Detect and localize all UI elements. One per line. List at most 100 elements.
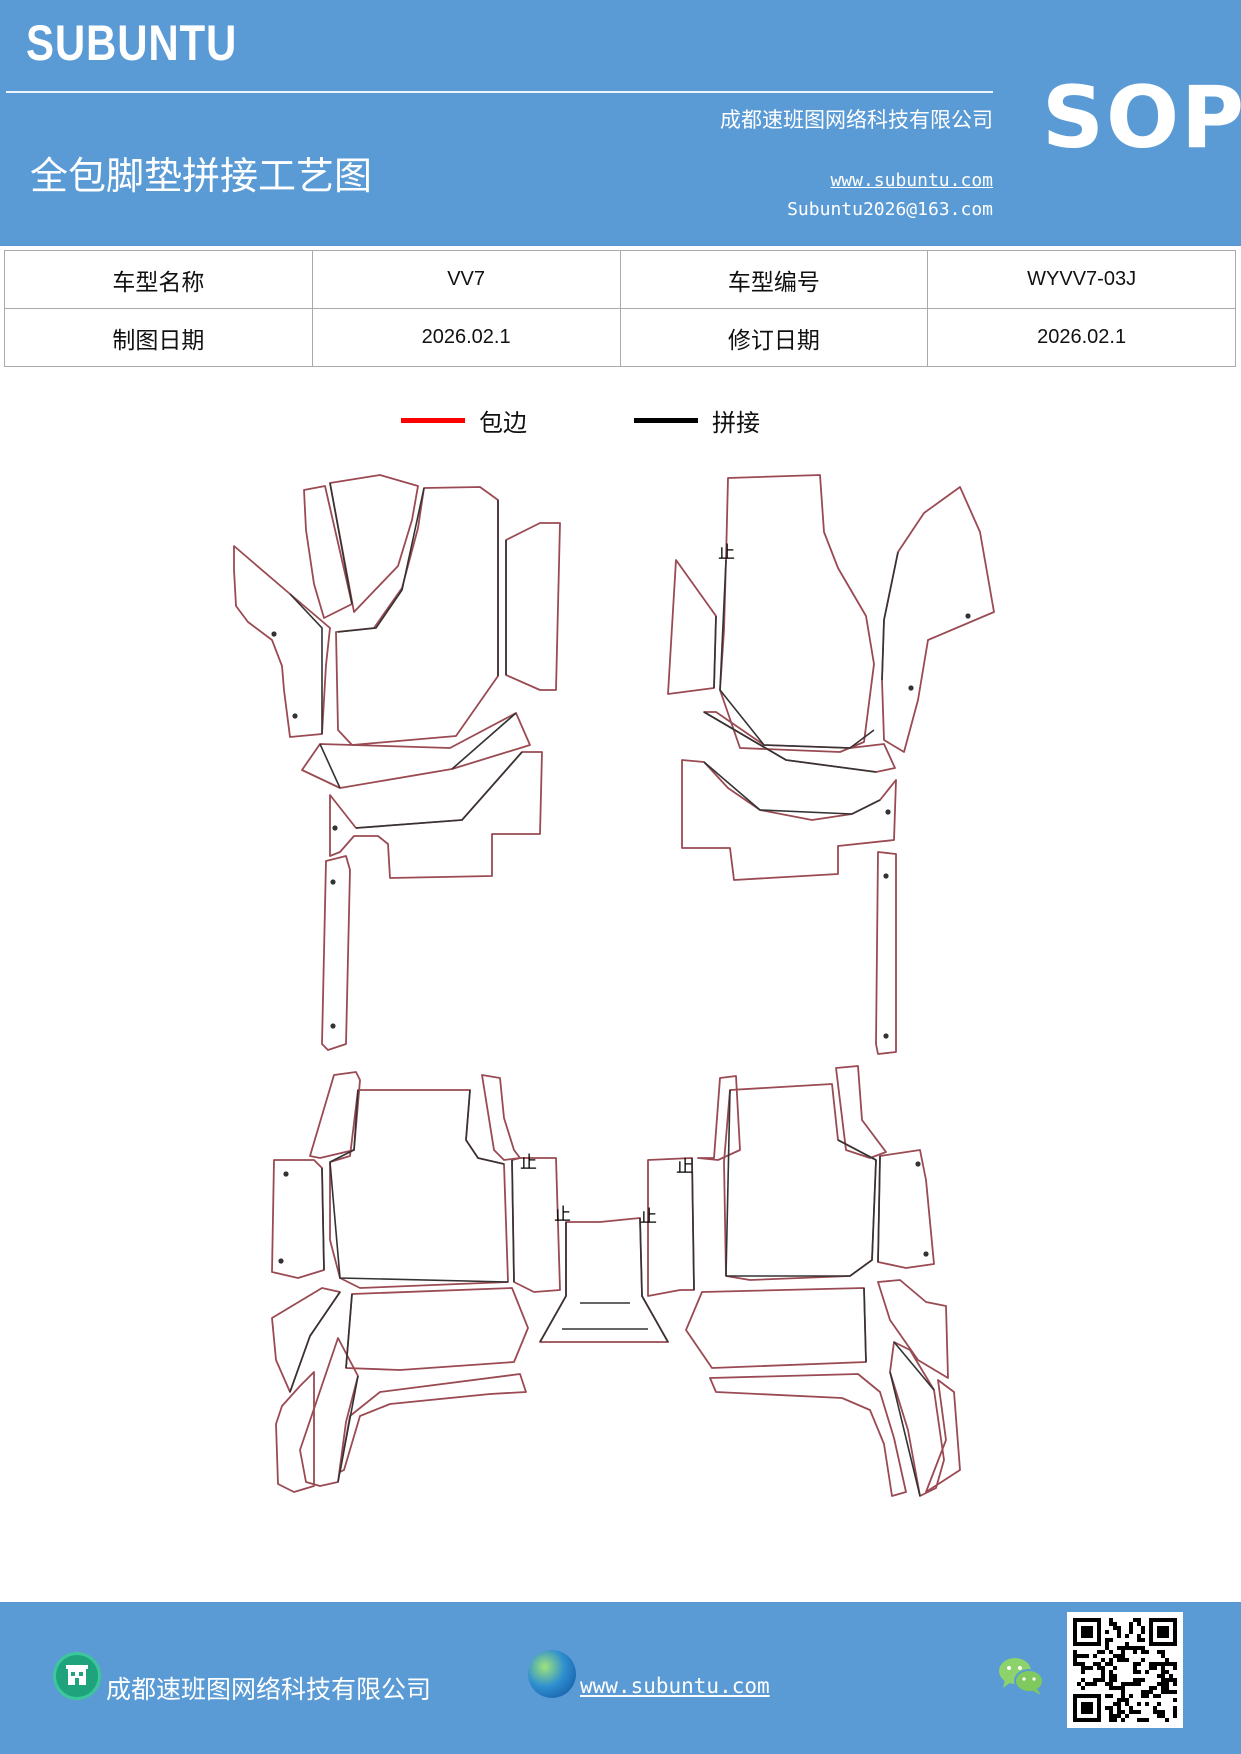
qr-module (1109, 1718, 1113, 1722)
mat-piece (875, 851, 897, 1055)
info-table: 车型名称 VV7 车型编号 WYVV7-03J 制图日期 2026.02.1 修… (4, 250, 1236, 367)
clip-dot (283, 1171, 289, 1177)
stop-mark: 止 (554, 1205, 571, 1225)
clip-dot (883, 1033, 889, 1039)
draw-date-label: 制图日期 (4, 308, 313, 367)
qr-module (1073, 1658, 1077, 1662)
seam-line (329, 482, 353, 605)
qr-module (1105, 1638, 1109, 1642)
qr-module (1121, 1658, 1125, 1662)
qr-module (1161, 1670, 1165, 1674)
qr-module (1141, 1630, 1145, 1634)
seam-line (539, 1222, 567, 1343)
seam-line (345, 1293, 353, 1369)
seam-line (893, 1341, 935, 1391)
qr-module (1165, 1670, 1169, 1674)
mat-piece (877, 1279, 949, 1379)
qr-module (1129, 1682, 1133, 1686)
clip-dot (292, 713, 298, 719)
qr-module (1101, 1678, 1105, 1682)
qr-module (1081, 1686, 1085, 1690)
qr-module (1117, 1654, 1121, 1658)
qr-module (1117, 1630, 1121, 1634)
qr-module (1161, 1662, 1165, 1666)
qr-module (1125, 1646, 1129, 1650)
mat-piece (709, 1373, 907, 1497)
qr-module (1161, 1674, 1165, 1678)
seam-line (691, 1157, 695, 1291)
qr-module (1133, 1682, 1137, 1686)
table-row: 车型名称 VV7 车型编号 WYVV7-03J (4, 250, 1236, 309)
qr-module (1109, 1710, 1113, 1714)
qr-module (1145, 1690, 1149, 1694)
qr-module (1141, 1638, 1145, 1642)
qr-module (1153, 1662, 1157, 1666)
qr-module (1137, 1638, 1141, 1642)
qr-module (1161, 1678, 1165, 1682)
qr-module (1073, 1662, 1077, 1666)
legend-edge: 包边 (401, 403, 527, 438)
qr-module (1141, 1694, 1145, 1698)
qr-module (1137, 1678, 1141, 1682)
qr-module (1161, 1686, 1165, 1690)
qr-module (1169, 1678, 1173, 1682)
qr-module (1113, 1714, 1117, 1718)
qr-module (1157, 1714, 1161, 1718)
wechat-icon[interactable] (997, 1654, 1045, 1702)
qr-module (1125, 1634, 1129, 1638)
qr-module (1109, 1650, 1113, 1654)
qr-module (1109, 1714, 1113, 1718)
model-name-value: VV7 (311, 250, 621, 309)
globe-icon (528, 1650, 576, 1698)
stop-mark: 止 (718, 543, 735, 563)
clip-dot (271, 631, 277, 637)
qr-module (1105, 1662, 1109, 1666)
mat-piece (299, 1337, 359, 1487)
qr-module (1097, 1650, 1101, 1654)
mat-piece (697, 1075, 741, 1161)
qr-module (1117, 1714, 1121, 1718)
mat-piece (329, 474, 419, 613)
qr-module (1173, 1698, 1177, 1702)
qr-module (1137, 1634, 1141, 1638)
qr-module (1161, 1682, 1165, 1686)
qr-module (1109, 1622, 1113, 1626)
website-link[interactable]: www.subuntu.com (830, 170, 993, 191)
qr-module (1145, 1650, 1149, 1654)
seam-line (289, 593, 323, 734)
qr-module (1113, 1674, 1117, 1678)
seam-line (465, 1089, 505, 1165)
qr-module (1137, 1662, 1141, 1666)
building-icon (53, 1652, 101, 1700)
qr-module (1165, 1686, 1169, 1690)
qr-module (1133, 1646, 1137, 1650)
mat-piece (647, 1157, 695, 1297)
qr-module (1121, 1710, 1125, 1714)
qr-module (1133, 1670, 1137, 1674)
seam-line (639, 1217, 669, 1343)
qr-module (1121, 1690, 1125, 1694)
qr-module (1121, 1686, 1125, 1690)
qr-module (1081, 1654, 1085, 1658)
qr-module (1145, 1718, 1149, 1722)
qr-module (1137, 1702, 1141, 1706)
qr-module (1081, 1670, 1085, 1674)
mat-piece (233, 545, 331, 738)
stop-mark: 止 (640, 1207, 657, 1227)
mat-piece (335, 486, 499, 746)
seam-line (877, 1155, 881, 1263)
qr-module (1129, 1646, 1133, 1650)
qr-module (1085, 1654, 1089, 1658)
footer-website-link[interactable]: www.subuntu.com (580, 1674, 770, 1698)
qr-module (1117, 1702, 1121, 1706)
qr-module (1129, 1626, 1133, 1630)
qr-module (1137, 1682, 1141, 1686)
qr-module (1153, 1710, 1157, 1714)
qr-module (1133, 1618, 1137, 1622)
qr-module (1093, 1654, 1097, 1658)
mat-piece (685, 1287, 867, 1369)
qr-module (1169, 1662, 1173, 1666)
qr-module (1141, 1626, 1145, 1630)
qr-module (1113, 1654, 1117, 1658)
qr-module (1137, 1718, 1141, 1722)
